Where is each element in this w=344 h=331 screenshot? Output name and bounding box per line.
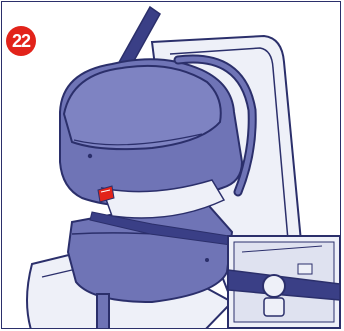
step-number-badge: 22 bbox=[6, 26, 36, 56]
support-leg bbox=[97, 294, 109, 329]
inset-detail bbox=[228, 236, 340, 328]
instruction-panel: 22 bbox=[1, 1, 341, 329]
carrier-illustration bbox=[2, 2, 341, 329]
canopy bbox=[64, 66, 221, 149]
